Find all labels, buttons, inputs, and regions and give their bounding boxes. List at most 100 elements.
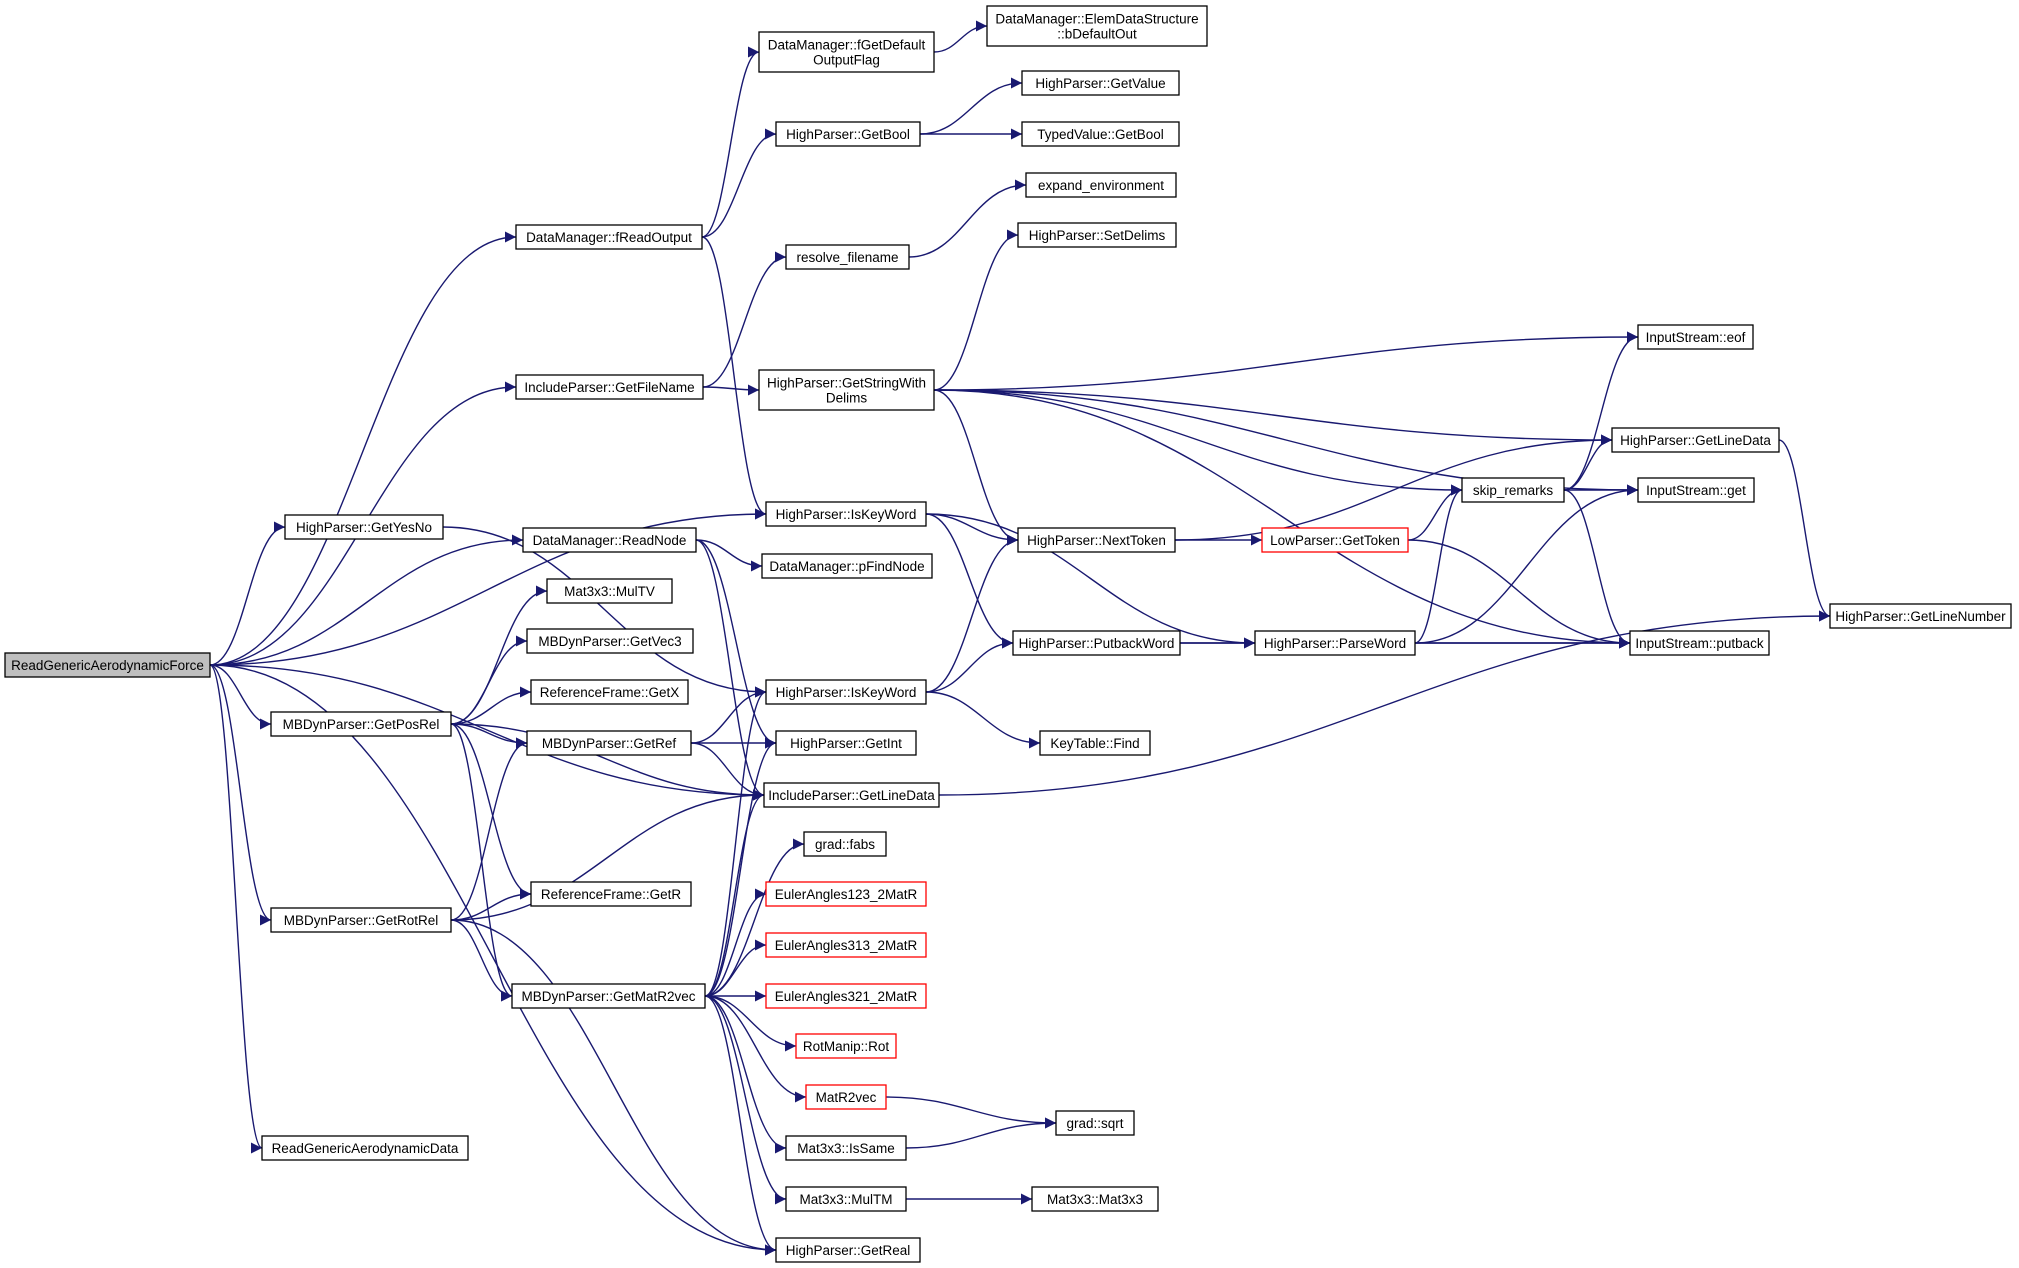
node-missame[interactable]: Mat3x3::IsSame bbox=[785, 1135, 907, 1161]
node-box[interactable] bbox=[785, 1135, 907, 1161]
node-box[interactable] bbox=[1629, 630, 1770, 656]
node-mgpr[interactable]: MBDynParser::GetPosRel bbox=[270, 711, 452, 737]
node-box[interactable] bbox=[763, 782, 940, 808]
node-box[interactable] bbox=[1012, 630, 1181, 656]
node-isget[interactable]: InputStream::get bbox=[1637, 477, 1755, 503]
node-hgln[interactable]: HighParser::GetLineNumber bbox=[1829, 603, 2012, 629]
node-box[interactable] bbox=[1039, 730, 1151, 756]
node-box[interactable] bbox=[270, 907, 452, 933]
node-hkw1[interactable]: HighParser::IsKeyWord bbox=[765, 501, 927, 527]
node-eds[interactable]: DataManager::ElemDataStructure::bDefault… bbox=[986, 5, 1208, 47]
node-box[interactable] bbox=[4, 652, 211, 678]
node-mtm[interactable]: Mat3x3::MulTM bbox=[785, 1186, 907, 1212]
node-hgr[interactable]: HighParser::GetReal bbox=[775, 1237, 921, 1263]
node-gfabs[interactable]: grad::fabs bbox=[803, 831, 887, 857]
node-box[interactable] bbox=[522, 527, 697, 553]
node-hsd[interactable]: HighParser::SetDelims bbox=[1017, 222, 1177, 248]
node-mgref[interactable]: MBDynParser::GetRef bbox=[526, 730, 692, 756]
node-hpword[interactable]: HighParser::ParseWord bbox=[1254, 630, 1416, 656]
node-box[interactable] bbox=[1611, 427, 1780, 453]
node-lgt[interactable]: LowParser::GetToken bbox=[1261, 527, 1409, 553]
node-box[interactable] bbox=[775, 730, 917, 756]
node-hgb[interactable]: HighParser::GetBool bbox=[775, 121, 921, 147]
node-igfn[interactable]: IncludeParser::GetFileName bbox=[515, 374, 704, 400]
node-box[interactable] bbox=[803, 831, 887, 857]
node-box[interactable] bbox=[758, 369, 935, 411]
node-fro[interactable]: DataManager::fReadOutput bbox=[515, 224, 703, 250]
node-box[interactable] bbox=[1637, 477, 1755, 503]
node-isput[interactable]: InputStream::putback bbox=[1629, 630, 1770, 656]
node-box[interactable] bbox=[515, 224, 703, 250]
node-box[interactable] bbox=[261, 1135, 469, 1161]
node-drn[interactable]: DataManager::ReadNode bbox=[522, 527, 697, 553]
node-rfgr[interactable]: ReferenceFrame::GetR bbox=[530, 881, 692, 907]
node-box[interactable] bbox=[1055, 1110, 1135, 1136]
node-box[interactable] bbox=[765, 932, 927, 958]
node-box[interactable] bbox=[775, 121, 921, 147]
node-expenv[interactable]: expand_environment bbox=[1025, 172, 1177, 198]
node-hgv[interactable]: HighParser::GetValue bbox=[1021, 70, 1180, 96]
node-dpfn[interactable]: DataManager::pFindNode bbox=[761, 553, 933, 579]
node-hgyn[interactable]: HighParser::GetYesNo bbox=[284, 514, 444, 540]
node-box[interactable] bbox=[546, 578, 673, 604]
node-hgi[interactable]: HighParser::GetInt bbox=[775, 730, 917, 756]
node-box[interactable] bbox=[758, 31, 935, 73]
node-rfgx[interactable]: ReferenceFrame::GetX bbox=[530, 679, 689, 705]
node-igld[interactable]: IncludeParser::GetLineData bbox=[763, 782, 940, 808]
node-box[interactable] bbox=[1261, 527, 1409, 553]
node-skip[interactable]: skip_remarks bbox=[1461, 477, 1565, 503]
node-box[interactable] bbox=[526, 730, 692, 756]
node-rgaf[interactable]: ReadGenericAerodynamicForce bbox=[4, 652, 211, 678]
node-box[interactable] bbox=[805, 1084, 887, 1110]
node-box[interactable] bbox=[284, 514, 444, 540]
node-gsqrt[interactable]: grad::sqrt bbox=[1055, 1110, 1135, 1136]
node-box[interactable] bbox=[761, 553, 933, 579]
node-hkw2[interactable]: HighParser::IsKeyWord bbox=[765, 679, 927, 705]
node-box[interactable] bbox=[1025, 172, 1177, 198]
node-mr2v[interactable]: MatR2vec bbox=[805, 1084, 887, 1110]
node-box[interactable] bbox=[986, 5, 1208, 47]
node-box[interactable] bbox=[1637, 324, 1754, 350]
node-box[interactable] bbox=[526, 628, 694, 654]
node-mtv[interactable]: Mat3x3::MulTV bbox=[546, 578, 673, 604]
node-box[interactable] bbox=[795, 1033, 897, 1059]
node-box[interactable] bbox=[1031, 1186, 1159, 1212]
node-box[interactable] bbox=[1017, 527, 1176, 553]
node-box[interactable] bbox=[1021, 121, 1180, 147]
node-rgad[interactable]: ReadGenericAerodynamicData bbox=[261, 1135, 469, 1161]
node-box[interactable] bbox=[1254, 630, 1416, 656]
node-hgld[interactable]: HighParser::GetLineData bbox=[1611, 427, 1780, 453]
node-box[interactable] bbox=[765, 881, 927, 907]
node-rmrot[interactable]: RotManip::Rot bbox=[795, 1033, 897, 1059]
node-box[interactable] bbox=[511, 983, 706, 1009]
node-box[interactable] bbox=[785, 244, 910, 270]
node-box[interactable] bbox=[765, 679, 927, 705]
node-ea313[interactable]: EulerAngles313_2MatR bbox=[765, 932, 927, 958]
node-ea321[interactable]: EulerAngles321_2MatR bbox=[765, 983, 927, 1009]
node-mgv3[interactable]: MBDynParser::GetVec3 bbox=[526, 628, 694, 654]
node-resfn[interactable]: resolve_filename bbox=[785, 244, 910, 270]
node-box[interactable] bbox=[765, 501, 927, 527]
node-box[interactable] bbox=[1461, 477, 1565, 503]
node-box[interactable] bbox=[530, 881, 692, 907]
node-box[interactable] bbox=[785, 1186, 907, 1212]
node-hnt[interactable]: HighParser::NextToken bbox=[1017, 527, 1176, 553]
node-box[interactable] bbox=[775, 1237, 921, 1263]
node-iseof[interactable]: InputStream::eof bbox=[1637, 324, 1754, 350]
node-box[interactable] bbox=[270, 711, 452, 737]
node-box[interactable] bbox=[1017, 222, 1177, 248]
node-mgm2v[interactable]: MBDynParser::GetMatR2vec bbox=[511, 983, 706, 1009]
node-ea123[interactable]: EulerAngles123_2MatR bbox=[765, 881, 927, 907]
node-box[interactable] bbox=[515, 374, 704, 400]
node-ktf[interactable]: KeyTable::Find bbox=[1039, 730, 1151, 756]
node-box[interactable] bbox=[530, 679, 689, 705]
node-box[interactable] bbox=[765, 983, 927, 1009]
node-mm3[interactable]: Mat3x3::Mat3x3 bbox=[1031, 1186, 1159, 1212]
node-hpw[interactable]: HighParser::PutbackWord bbox=[1012, 630, 1181, 656]
node-tvgb[interactable]: TypedValue::GetBool bbox=[1021, 121, 1180, 147]
node-box[interactable] bbox=[1021, 70, 1180, 96]
node-box[interactable] bbox=[1829, 603, 2012, 629]
node-mgrr[interactable]: MBDynParser::GetRotRel bbox=[270, 907, 452, 933]
